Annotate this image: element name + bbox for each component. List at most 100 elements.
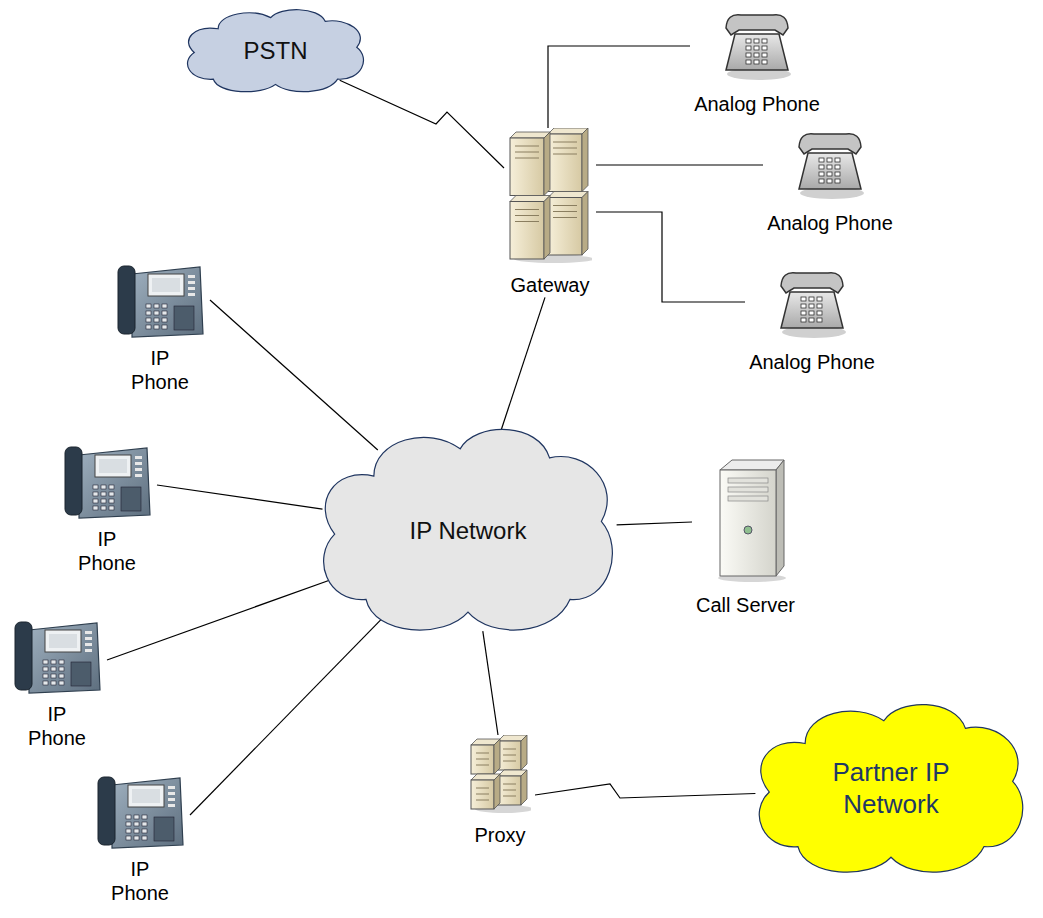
phone-base (799, 153, 861, 189)
keypad-key (162, 318, 167, 322)
keypad-key (154, 311, 159, 315)
keypad-key (134, 822, 139, 826)
screen (95, 455, 131, 477)
node-label: Partner IP Network (806, 757, 976, 820)
screen (148, 274, 184, 296)
line-button (135, 456, 142, 459)
ip-phone-icon (94, 773, 186, 851)
keypad-key (43, 674, 48, 678)
handset (15, 622, 32, 690)
box-side (494, 739, 500, 774)
dial-key (817, 304, 822, 308)
line-button (85, 637, 92, 640)
keypad-key (154, 318, 159, 322)
dial-key (801, 304, 806, 308)
network-link (340, 80, 504, 168)
keypad-key (93, 499, 98, 503)
cloud-text-box: PSTN (178, 5, 373, 97)
keypad-key (59, 660, 64, 664)
dial-key (801, 311, 806, 315)
box-side (521, 770, 527, 805)
screen-inner (49, 634, 77, 648)
nav-pad (174, 306, 194, 330)
keypad-key (126, 822, 131, 826)
keypad-key (51, 674, 56, 678)
line-button (168, 792, 175, 795)
ip-phone-icon (114, 262, 206, 340)
cloud-shape (188, 10, 364, 92)
analog-phone: Analog Phone (745, 262, 879, 374)
keypad-key (146, 325, 151, 329)
phone-base (726, 34, 788, 70)
keypad-key (142, 815, 147, 819)
drive-bay (728, 478, 768, 483)
keypad-key (134, 829, 139, 833)
network-link (548, 46, 690, 128)
network-link (501, 297, 545, 431)
box-side (582, 128, 588, 192)
network-link (617, 522, 692, 525)
slot (476, 800, 489, 801)
network-link (157, 485, 323, 509)
node-label: IP Network (410, 516, 527, 545)
box-side (494, 774, 500, 809)
node-label: Call Server (692, 593, 799, 617)
analog-phone: Analog Phone (690, 4, 824, 116)
dial-key (754, 46, 759, 50)
slot (515, 215, 539, 216)
dial-key (809, 318, 814, 322)
keypad-key (146, 311, 151, 315)
dial-key (762, 46, 767, 50)
keypad-key (59, 681, 64, 685)
keypad-key (109, 499, 114, 503)
dial-key (819, 172, 824, 176)
dial-key (762, 39, 767, 43)
node-label: IP Phone (28, 702, 86, 751)
cloud-text-box: Partner IP Network (745, 695, 1037, 883)
line-button (188, 287, 195, 290)
server-tower-icon (706, 458, 786, 583)
box-front (471, 745, 494, 774)
box-front (510, 138, 544, 196)
ip-phone: IP Phone (90, 773, 190, 906)
keypad-key (43, 660, 48, 664)
ip-phone-icon (61, 443, 153, 521)
line-button (135, 462, 142, 465)
box-top (510, 132, 550, 138)
keypad-key (43, 667, 48, 671)
dial-key (754, 39, 759, 43)
dial-key (754, 60, 759, 64)
dial-key (827, 179, 832, 183)
keypad-key (146, 304, 151, 308)
keypad-key (126, 829, 131, 833)
dial-key (835, 172, 840, 176)
keypad-key (142, 836, 147, 840)
box-side (544, 132, 550, 196)
dial-key (827, 165, 832, 169)
keypad-key (93, 506, 98, 510)
dial-key (835, 158, 840, 162)
box-top (548, 128, 588, 134)
dial-key (835, 165, 840, 169)
dial-key (809, 311, 814, 315)
box-front (548, 198, 582, 256)
nav-pad (71, 662, 91, 686)
slot (476, 753, 489, 754)
dial-key (746, 53, 751, 57)
screen-inner (132, 789, 160, 803)
line-button (168, 786, 175, 789)
line-button (135, 474, 142, 477)
dial-key (819, 158, 824, 162)
slot (553, 217, 577, 218)
partner-network-cloud: Partner IP Network (745, 695, 1037, 883)
network-link (190, 615, 386, 815)
proxy: Proxy (465, 735, 535, 847)
line-button (135, 468, 142, 471)
nav-pad (121, 487, 141, 511)
nav-pad (154, 817, 174, 841)
box-side (544, 196, 550, 260)
cloud-text-box: IP Network (308, 418, 628, 643)
dial-key (801, 297, 806, 301)
analog-phone: Analog Phone (763, 123, 897, 235)
dial-key (746, 39, 751, 43)
